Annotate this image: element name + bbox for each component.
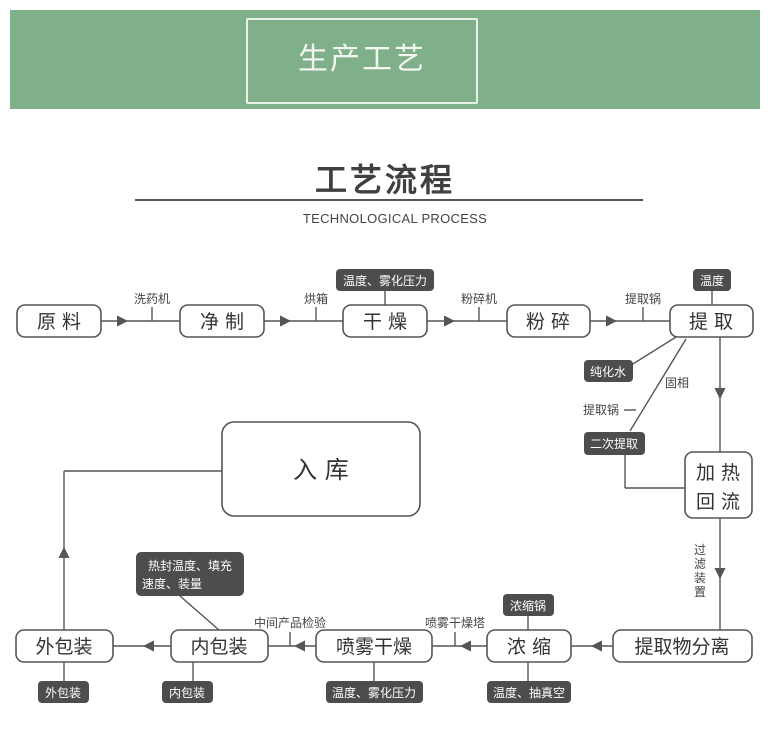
svg-text:浓 缩: 浓 缩	[507, 636, 551, 658]
tag-secondary-extraction: 二次提取	[584, 432, 645, 455]
equipment-label: 提取锅	[625, 291, 661, 306]
row1-connectors	[101, 291, 713, 327]
equipment-label: 提取锅	[583, 402, 619, 417]
tag-concentration-params: 温度、抽真空	[487, 681, 571, 703]
svg-text:速度、装量: 速度、装量	[142, 576, 202, 591]
title-banner: 生产工艺	[10, 10, 760, 109]
tag-purified-water: 纯化水	[584, 360, 633, 382]
step-extraction: 提 取	[669, 304, 754, 338]
step-inner-packaging: 内包装	[170, 629, 269, 663]
equipment-label: 烘箱	[304, 291, 328, 306]
section-title: 工艺流程	[314, 161, 455, 199]
step-outer-packaging: 外包装	[15, 629, 114, 663]
svg-text:喷雾干燥: 喷雾干燥	[336, 636, 412, 658]
svg-text:加 热: 加 热	[696, 462, 740, 484]
step-crushing: 粉 碎	[506, 304, 591, 338]
svg-text:外包装: 外包装	[45, 686, 81, 700]
tag-inner-packaging: 内包装	[162, 681, 213, 703]
step-concentration: 浓 缩	[486, 629, 572, 663]
tag-sealing-params: 热封温度、填充 速度、装量	[136, 552, 244, 596]
step-heating-reflux: 加 热 回 流	[684, 451, 753, 519]
svg-text:二次提取: 二次提取	[590, 436, 638, 451]
step-warehousing: 入 库	[221, 421, 421, 517]
svg-text:纯化水: 纯化水	[590, 365, 626, 379]
svg-text:过滤装置: 过滤装置	[694, 543, 706, 599]
svg-text:温度: 温度	[700, 273, 724, 288]
row3-connectors	[58, 470, 613, 681]
banner-title: 生产工艺	[298, 42, 426, 77]
step-label: 提 取	[689, 311, 733, 333]
step-drying: 干 燥	[342, 304, 428, 338]
tag-outer-packaging: 外包装	[38, 681, 89, 703]
tag-extraction-temp: 温度	[693, 269, 731, 291]
step-label: 粉 碎	[526, 311, 570, 333]
tag-concentrator: 浓缩锅	[503, 594, 554, 616]
section-divider	[135, 199, 643, 201]
tag-spray-params: 温度、雾化压力	[326, 681, 423, 703]
step-raw-material: 原 料	[16, 304, 102, 338]
right-column-connectors	[624, 336, 726, 630]
svg-text:提取物分离: 提取物分离	[634, 636, 729, 658]
filter-device-label: 过滤装置	[694, 543, 706, 599]
svg-text:内包装: 内包装	[190, 636, 247, 658]
step-label: 净 制	[200, 311, 244, 333]
solid-phase-label: 固相	[665, 376, 689, 390]
equipment-label: 中间产品检验	[254, 615, 326, 630]
svg-text:内包装: 内包装	[169, 686, 205, 700]
tag-drying-params: 温度、雾化压力	[336, 269, 434, 291]
svg-text:温度、抽真空: 温度、抽真空	[493, 685, 565, 700]
equipment-label: 洗药机	[134, 292, 170, 306]
section-subtitle: TECHNOLOGICAL PROCESS	[302, 211, 488, 226]
svg-text:回 流: 回 流	[696, 491, 740, 513]
equipment-label: 喷雾干燥塔	[425, 616, 485, 630]
step-label: 干 燥	[363, 311, 407, 333]
svg-text:热封温度、填充: 热封温度、填充	[148, 558, 232, 573]
svg-text:入 库: 入 库	[293, 456, 349, 484]
svg-text:温度、雾化压力: 温度、雾化压力	[343, 273, 427, 288]
svg-text:浓缩锅: 浓缩锅	[510, 598, 546, 613]
step-spray-drying: 喷雾干燥	[315, 629, 433, 663]
banner-frame	[246, 18, 478, 104]
step-extract-separation: 提取物分离	[612, 629, 753, 663]
equipment-label: 粉碎机	[461, 291, 497, 306]
svg-text:温度、雾化压力: 温度、雾化压力	[332, 685, 416, 700]
step-purification: 净 制	[179, 304, 265, 338]
step-label: 原 料	[37, 311, 81, 333]
svg-text:外包装: 外包装	[35, 636, 92, 658]
